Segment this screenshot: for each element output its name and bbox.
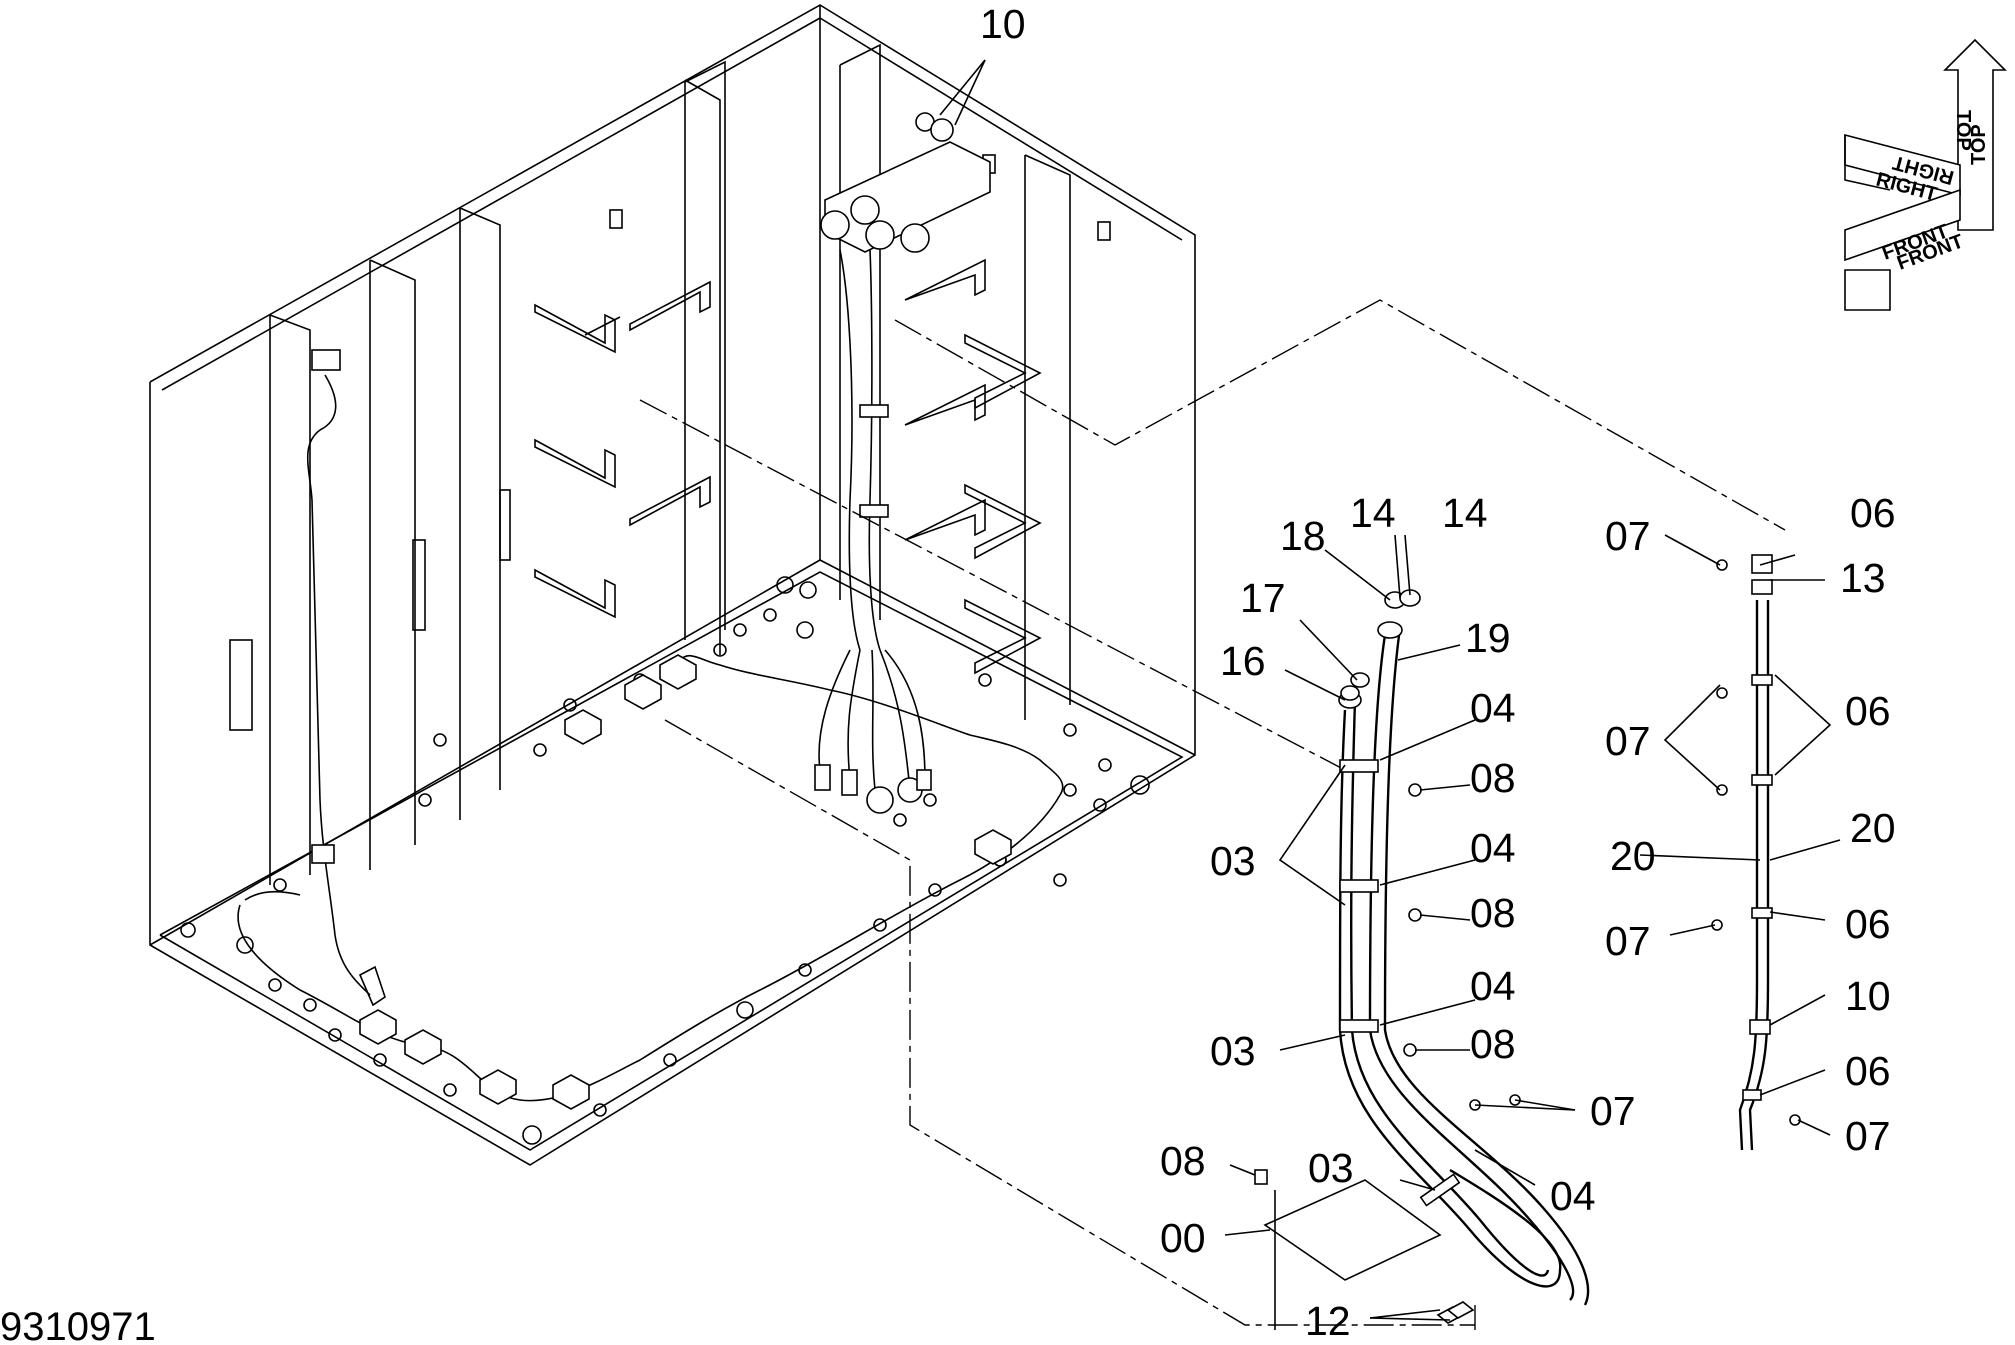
- callout-14-left: 14: [1350, 490, 1396, 536]
- drawing-number: 9310971: [0, 1305, 156, 1345]
- callout-13: 13: [1840, 555, 1886, 601]
- callout-16: 16: [1220, 638, 1266, 684]
- callout-03-a: 03: [1210, 838, 1256, 884]
- callout-06-a: 06: [1850, 490, 1896, 536]
- callout-08-d: 08: [1160, 1138, 1206, 1184]
- callout-20-left: 20: [1610, 833, 1656, 879]
- callout-08-b: 08: [1470, 890, 1516, 936]
- cable-20: [1711, 554, 1801, 1151]
- top-label-mirror: TOP: [1952, 110, 1974, 151]
- callout-14-right: 14: [1442, 490, 1488, 536]
- callout-leaders: [939, 59, 1841, 1321]
- callout-08-a: 08: [1470, 755, 1516, 801]
- callout-07-c: 07: [1605, 918, 1651, 964]
- callout-03-b: 03: [1210, 1028, 1256, 1074]
- floor-holes: [180, 576, 1150, 1145]
- callout-07-b: 07: [1605, 718, 1651, 764]
- callout-19: 19: [1465, 615, 1511, 661]
- callout-18: 18: [1280, 513, 1326, 559]
- callout-labels: 10 14 14 18 17 16 19 04 08 03 04 08 04 0…: [0, 1, 1896, 1345]
- hose-assembly: [1254, 589, 1590, 1330]
- floor-clips: [359, 654, 1012, 1110]
- callout-07-e: 07: [1590, 1088, 1636, 1134]
- callout-04-c: 04: [1470, 963, 1516, 1009]
- cabinet-enclosure: [149, 4, 1196, 1166]
- callout-17: 17: [1240, 575, 1286, 621]
- top-label: TOP: [1968, 124, 1990, 165]
- callout-06-c: 06: [1845, 901, 1891, 947]
- callout-06-b: 06: [1845, 688, 1891, 734]
- callout-04-b: 04: [1470, 825, 1516, 871]
- callout-10-right: 10: [1845, 973, 1891, 1019]
- callout-04-d: 04: [1550, 1173, 1596, 1219]
- callout-04-a: 04: [1470, 685, 1516, 731]
- callout-03-c: 03: [1308, 1145, 1354, 1191]
- callout-12: 12: [1305, 1298, 1351, 1344]
- assembly-lines: [639, 299, 1786, 1330]
- orientation-indicator: TOP TOP RIGHT RIGHT FRONT FRONT: [1844, 38, 2007, 311]
- callout-07-a: 07: [1605, 513, 1651, 559]
- center-harness: [814, 112, 991, 814]
- callout-00: 00: [1160, 1215, 1206, 1261]
- callout-07-d: 07: [1845, 1113, 1891, 1159]
- callout-20-right: 20: [1850, 805, 1896, 851]
- callout-10-top: 10: [980, 1, 1026, 47]
- callout-08-c: 08: [1470, 1021, 1516, 1067]
- callout-06-d: 06: [1845, 1048, 1891, 1094]
